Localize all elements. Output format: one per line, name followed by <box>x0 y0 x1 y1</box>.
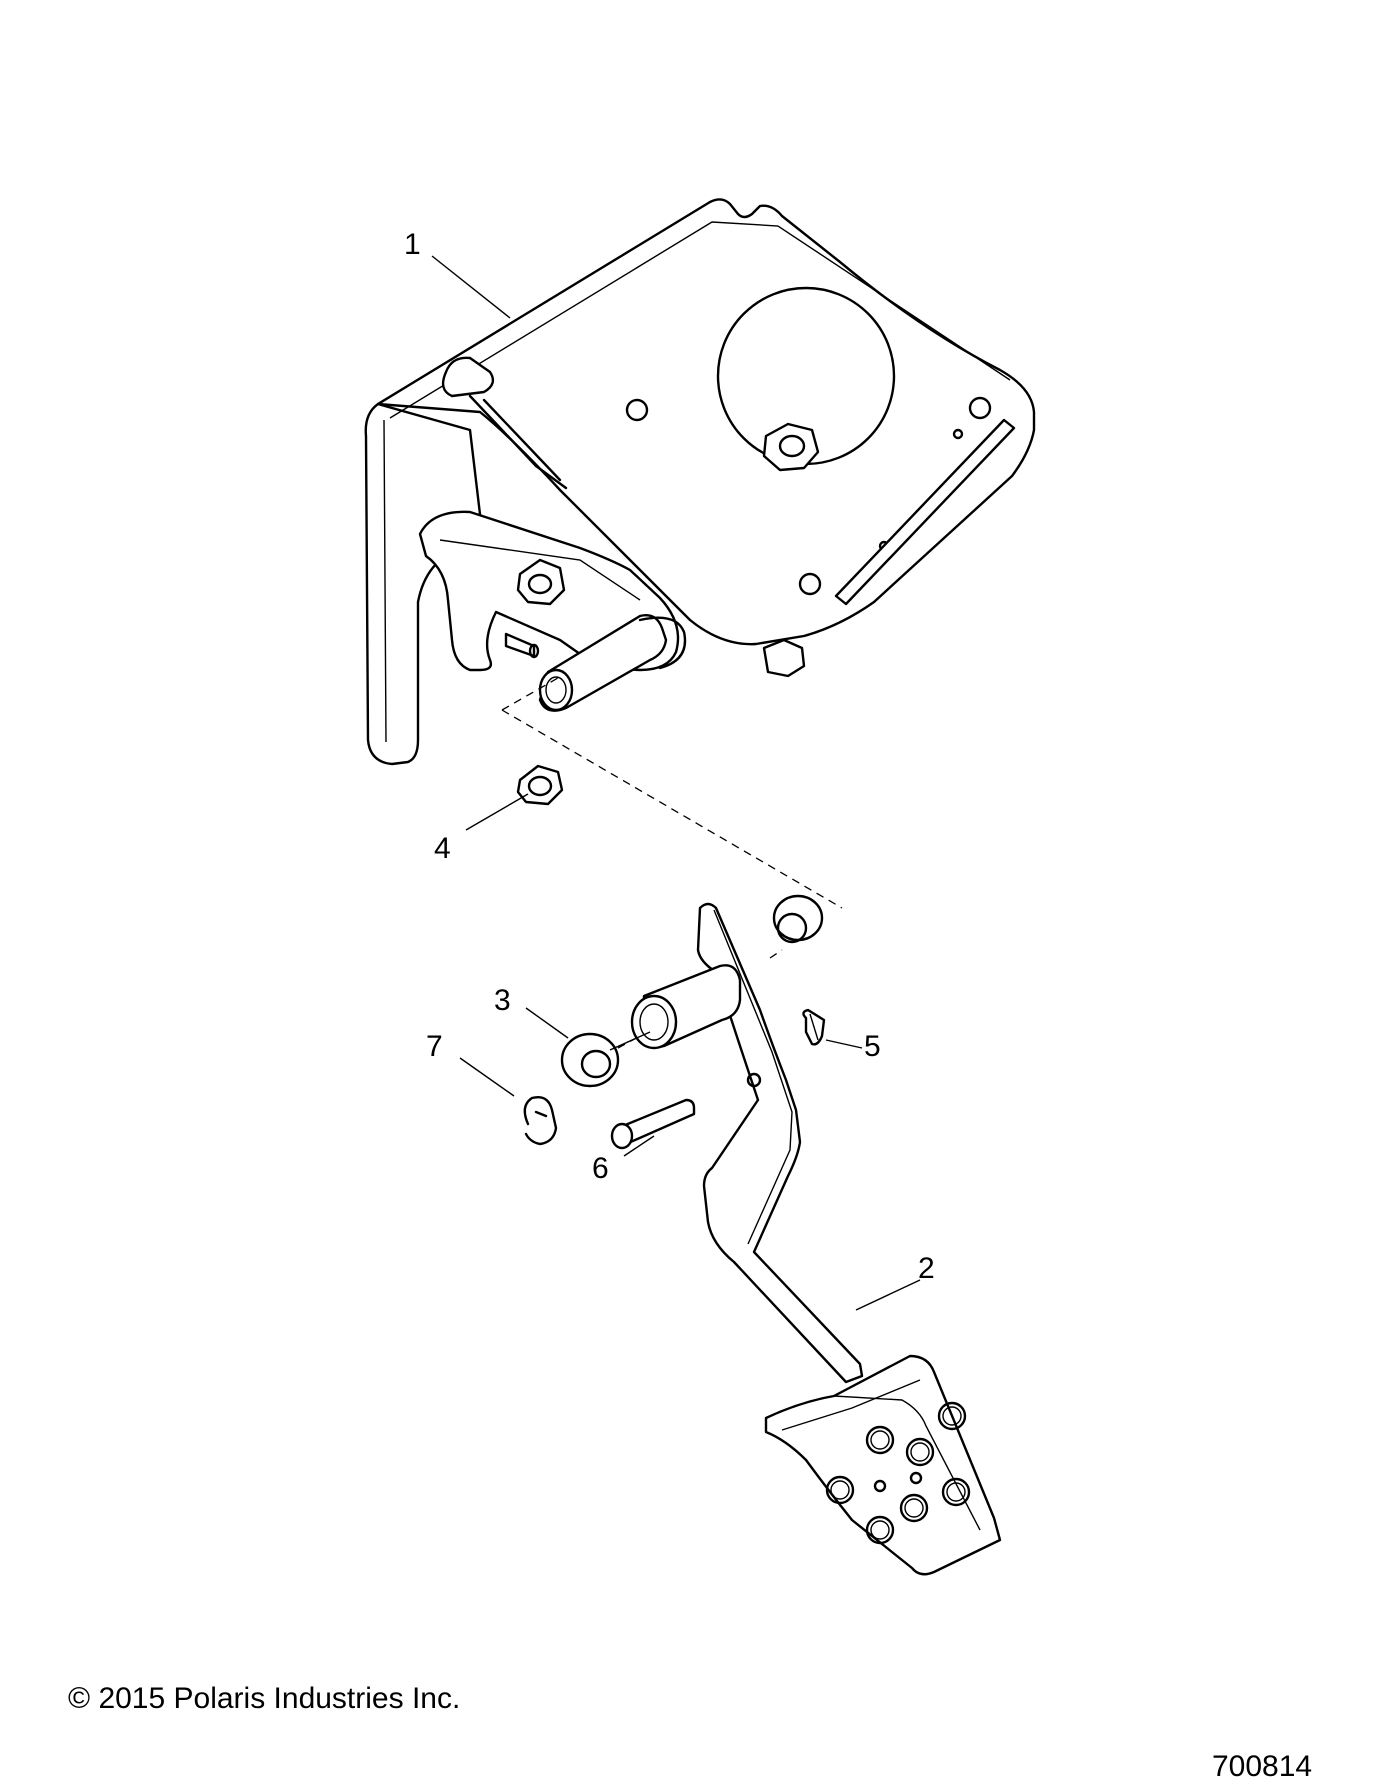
callout-3: 3 <box>494 984 511 1017</box>
bushing-washer <box>560 1031 651 1088</box>
flange-nut <box>516 764 564 806</box>
clevis-pin <box>610 1098 696 1150</box>
drawing-number: 700814 <box>1212 1750 1313 1783</box>
callout-4: 4 <box>434 832 451 865</box>
copyright-notice: © 2015 Polaris Industries Inc. <box>68 1682 461 1715</box>
pedal-bracket <box>364 198 1036 766</box>
callout-1: 1 <box>404 228 421 261</box>
e-clip <box>523 1096 558 1146</box>
pivot-tube <box>630 964 742 1050</box>
callout-2: 2 <box>918 1252 935 1285</box>
assembly-lines <box>501 677 843 1049</box>
pedal-arm <box>696 902 1002 1576</box>
bushing-right <box>772 894 824 944</box>
callout-5: 5 <box>864 1030 881 1063</box>
leader-lines <box>431 255 921 1311</box>
callout-7: 7 <box>426 1030 443 1063</box>
hair-pin-clip <box>802 1008 826 1046</box>
callout-6: 6 <box>592 1152 609 1185</box>
